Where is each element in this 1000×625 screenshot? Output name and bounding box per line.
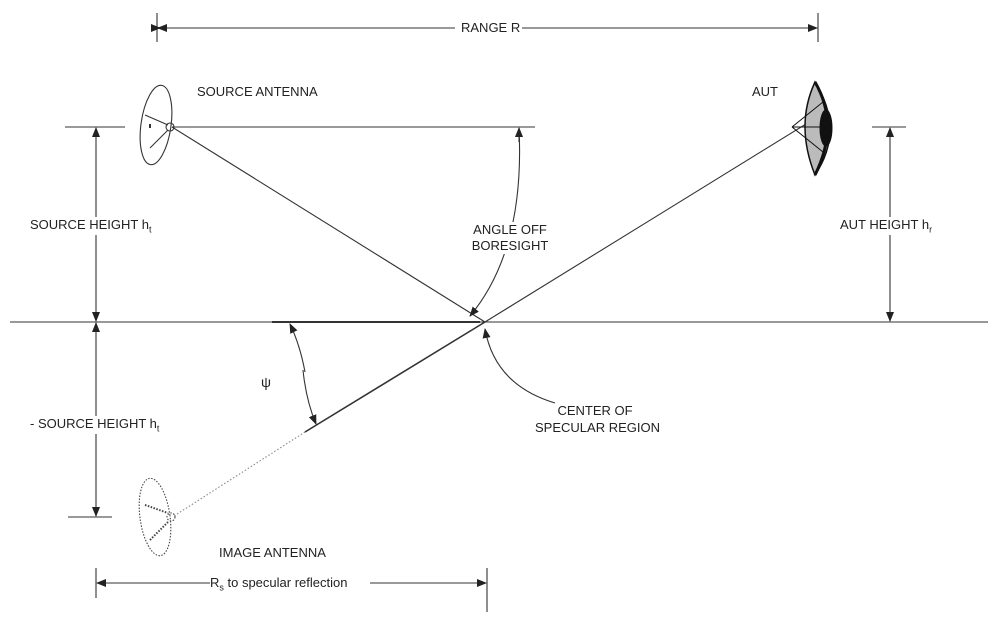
- rs-text: R: [210, 575, 220, 590]
- aut-height-label: AUT HEIGHT hr: [840, 217, 933, 235]
- source-height-dimension: [65, 126, 125, 323]
- neg-source-height-sub: t: [156, 423, 160, 434]
- aut-height-sub: r: [929, 224, 933, 235]
- angle-off-boresight-label: ANGLE OFF BORESIGHT: [470, 222, 550, 254]
- aut-height-dimension: [872, 126, 906, 323]
- source-height-text: SOURCE HEIGHT h: [30, 217, 149, 232]
- aut-label: AUT: [752, 84, 778, 99]
- source-height-sub: t: [148, 224, 152, 235]
- center-specular-line2: SPECULAR REGION: [535, 420, 660, 435]
- image-antenna-label: IMAGE ANTENNA: [219, 545, 326, 560]
- aut-height-text: AUT HEIGHT h: [840, 217, 930, 232]
- rs-dimension: [95, 568, 488, 612]
- psi-angle-arc: [289, 323, 306, 373]
- psi-label: ψ: [261, 374, 271, 390]
- image-ray-solid: [304, 321, 486, 433]
- angle-off-label-line1: ANGLE OFF: [473, 222, 547, 237]
- reflected-ray: [484, 123, 807, 323]
- rs-rest-text: to specular reflection: [223, 575, 348, 590]
- rs-label: Rs to specular reflection: [210, 575, 347, 593]
- image-ray-dotted: [173, 431, 306, 517]
- source-antenna-icon: [139, 84, 175, 166]
- image-antenna-icon: [138, 477, 176, 557]
- range-dimension: [151, 13, 819, 42]
- angle-off-label-line2: BORESIGHT: [471, 238, 549, 253]
- neg-source-height-label: - SOURCE HEIGHT ht: [30, 416, 160, 434]
- neg-source-height-text: - SOURCE HEIGHT h: [30, 416, 157, 431]
- rs-sub: s: [219, 582, 224, 593]
- neg-source-height-dimension: [68, 322, 112, 518]
- center-specular-line1: CENTER OF: [557, 403, 633, 418]
- source-height-label: SOURCE HEIGHT ht: [30, 217, 152, 235]
- direct-ray-to-specular: [171, 126, 486, 323]
- specular-pointer-arrow: [482, 328, 556, 404]
- aut-antenna-icon: [791, 80, 833, 177]
- center-specular-label: CENTER OF SPECULAR REGION: [535, 402, 660, 436]
- range-label: RANGE R: [459, 20, 523, 35]
- source-antenna-label: SOURCE ANTENNA: [197, 84, 318, 99]
